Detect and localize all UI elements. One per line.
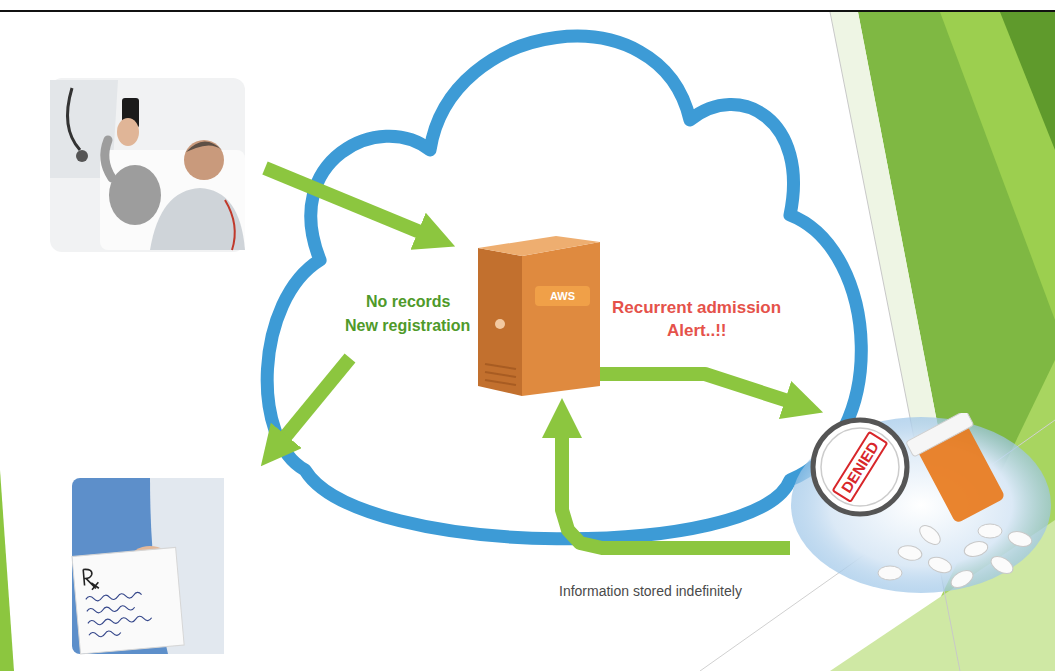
patient-hair — [186, 141, 222, 152]
status-text: No records — [366, 293, 450, 311]
patient-head — [184, 140, 224, 180]
doctor-coat — [50, 80, 118, 178]
vent-slot — [485, 380, 516, 385]
prescription-photo — [72, 478, 224, 654]
server-shape — [478, 236, 600, 396]
server-node: AWS — [478, 236, 600, 396]
denied-pills-node: DENIED — [790, 413, 1052, 595]
iv-line — [225, 200, 235, 250]
server-front — [522, 242, 600, 396]
pill — [1007, 529, 1034, 549]
status-text: New registration — [345, 317, 470, 335]
handwriting — [86, 591, 153, 637]
plush-toy — [105, 140, 112, 178]
deco-band — [1000, 12, 1055, 150]
patient-photo — [50, 78, 245, 252]
rx-symbol — [83, 568, 99, 590]
photo-ground — [72, 478, 224, 654]
alert-text: Recurrent admission — [612, 298, 781, 318]
vent-slot — [485, 372, 516, 377]
pill — [926, 554, 953, 575]
pill — [963, 539, 990, 559]
pills-picture — [790, 413, 1052, 595]
server-badge-text: AWS — [535, 286, 590, 306]
pill — [878, 566, 902, 580]
alert-text: Alert..!! — [667, 321, 727, 341]
patient-gown — [150, 188, 245, 250]
photo-ground — [50, 78, 245, 252]
server-top — [478, 236, 600, 256]
plush-toy — [109, 165, 161, 225]
stamp-ring — [813, 420, 907, 514]
top-rule — [0, 10, 1055, 12]
deco-band — [940, 12, 1055, 320]
pill — [978, 524, 1002, 538]
flow-arrow — [265, 168, 420, 232]
hand — [117, 118, 139, 146]
pill — [897, 544, 923, 562]
flow-arrow — [285, 358, 350, 437]
server-side — [478, 248, 522, 396]
prescription-paper — [72, 547, 184, 654]
bottle-cap — [906, 413, 974, 457]
stamp-ring — [821, 428, 899, 506]
pill — [948, 567, 976, 591]
pill — [916, 522, 943, 548]
deco-band — [0, 470, 14, 671]
power-button — [495, 319, 505, 329]
flow-arrow — [562, 436, 790, 548]
edge-label: Information stored indefinitely — [557, 583, 744, 599]
vent-slot — [485, 364, 516, 369]
pill — [988, 553, 1016, 577]
flow-arrow — [600, 374, 787, 401]
stethoscope — [76, 150, 88, 162]
stethoscope — [68, 88, 81, 150]
